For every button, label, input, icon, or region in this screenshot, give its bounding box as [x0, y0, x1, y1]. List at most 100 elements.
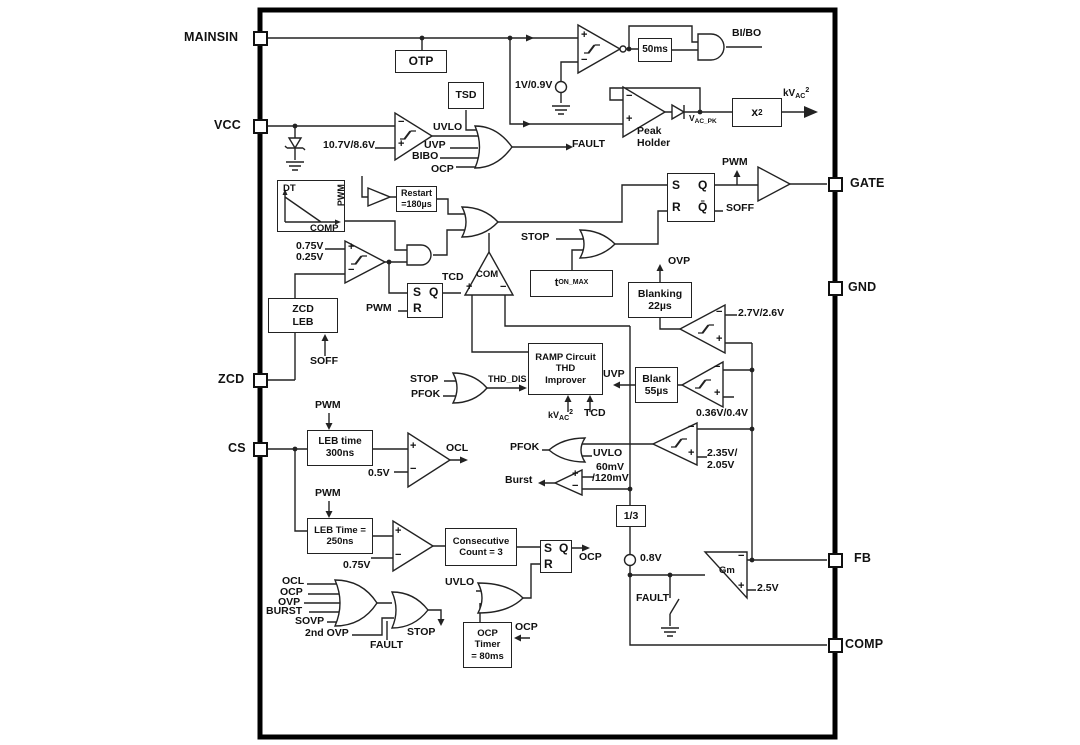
minus-sign: −: [626, 90, 633, 102]
comparator-ocp: [392, 519, 435, 573]
pin-label-gnd: GND: [848, 280, 877, 294]
inverter-bubble-icon: [619, 45, 627, 53]
pin-label-comp: COMP: [845, 637, 884, 651]
label-stop-reset: STOP: [521, 231, 550, 243]
arrowheads: [282, 34, 818, 642]
comparator-2v35: [651, 421, 698, 467]
wires: [268, 25, 827, 646]
label-ref-025: 0.25V: [296, 251, 324, 263]
ff-main-r: R: [672, 200, 681, 214]
label-ocp-ff: OCP: [579, 551, 602, 563]
plus-sign: +: [466, 281, 473, 293]
ff-main-s: S: [672, 178, 681, 192]
minus-sign: −: [688, 421, 695, 433]
label-sovp: SOVP: [295, 615, 325, 627]
flipflop-ocp: [540, 540, 572, 573]
block-50ms: 50ms: [638, 38, 672, 62]
minus-sign: −: [395, 549, 402, 561]
comparator-zcd: [344, 239, 387, 285]
label-com: COM: [476, 269, 499, 280]
plus-sign: +: [581, 29, 588, 41]
label-ref-05: 0.5V: [368, 467, 390, 479]
pin-mainsin: [252, 30, 268, 46]
symbols: [284, 80, 686, 637]
block-leb-250ns: LEB Time = 250ns: [307, 518, 373, 554]
plus-sign: +: [572, 468, 579, 480]
or-gate-reset: [578, 229, 616, 259]
label-fault-stop: FAULT: [370, 639, 404, 651]
ff-ocp-r: R: [544, 557, 553, 571]
or-gate-set: [460, 206, 499, 238]
pin-label-zcd: ZCD: [218, 372, 245, 386]
and-gate-bibo: [697, 33, 725, 61]
label-kvac2: kVAC2: [783, 87, 810, 100]
label-ref-107: 10.7V/8.6V: [323, 139, 375, 151]
opamp-gm: [703, 551, 748, 600]
ff-main-q: Q: [698, 178, 708, 192]
label-uvp: UVP: [424, 139, 446, 151]
label-ref-60mv: 60mV: [596, 461, 625, 473]
ff-ocp-s: S: [544, 541, 553, 555]
reference-source-icon: [623, 553, 637, 567]
pin-label-mainsin: MAINSIN: [184, 30, 239, 44]
comparator-brownout: [577, 23, 622, 75]
block-otp: OTP: [395, 50, 447, 73]
or-gate-ocp-reset: [476, 582, 524, 614]
pin-fb: [827, 552, 843, 568]
label-ocp-timer-in: OCP: [515, 621, 538, 633]
label-burst-in: BURST: [266, 605, 303, 617]
pin-label-vcc: VCC: [214, 118, 241, 132]
or-gate-stop2: [390, 591, 429, 629]
pin-gnd: [827, 280, 843, 296]
block-consecutive-count: Consecutive Count = 3: [445, 528, 517, 566]
plus-sign: +: [395, 525, 402, 537]
diode-icon: [671, 103, 686, 121]
minus-sign: −: [572, 480, 579, 492]
comparator-uvlo: [394, 111, 434, 162]
label-stop-out: STOP: [407, 626, 436, 638]
buffer-gate-driver: [757, 165, 792, 203]
label-pwm-leb250: PWM: [315, 487, 341, 499]
comparator-com: [463, 250, 515, 296]
label-tcd: TCD: [442, 271, 464, 283]
pin-vcc: [252, 118, 268, 134]
minus-sign: −: [714, 361, 721, 373]
pin-cs: [252, 441, 268, 457]
block-one-third: 1/3: [616, 505, 646, 527]
label-fault-out: FAULT: [572, 138, 606, 150]
pin-label-cs: CS: [228, 441, 246, 455]
label-thd-dis: THD_DIS: [488, 374, 527, 384]
and-gate-set: [406, 244, 432, 266]
label-uvlo-bottom: UVLO: [445, 576, 475, 588]
minus-sign: −: [348, 264, 355, 276]
label-ref-036: 0.36V/0.4V: [696, 407, 748, 419]
label-soff: SOFF: [310, 355, 338, 367]
comparator-ocl: [407, 431, 452, 489]
label-ovp: OVP: [668, 255, 691, 267]
reference-source-icon: [554, 80, 568, 94]
label-pfok-thd: PFOK: [411, 388, 441, 400]
ground-icon: [286, 161, 304, 171]
plus-sign: +: [348, 241, 355, 253]
label-pwm-tcd: PWM: [366, 302, 392, 314]
ff-tcd-q: Q: [429, 285, 439, 299]
plus-sign: +: [738, 580, 745, 592]
opamp-peak-holder: [622, 85, 667, 139]
pin-label-fb: FB: [854, 551, 872, 565]
x2-sup: 2: [758, 107, 763, 117]
zener-bar: [284, 145, 306, 151]
label-uvp-out: UVP: [603, 368, 625, 380]
block-blank-55us: Blank 55µs: [635, 367, 678, 403]
label-ocp-in: OCP: [280, 586, 303, 598]
flipflop-tcd: [407, 283, 443, 318]
comparator-burst: [553, 468, 583, 497]
label-pwm-vertical: PWM: [335, 184, 346, 207]
label-ref-235: 2.35V/: [707, 447, 738, 459]
label-soff-qbar: SOFF: [726, 202, 754, 214]
plus-sign: +: [714, 387, 721, 399]
label-uvlo: UVLO: [433, 121, 463, 133]
block-dt-curve: [277, 180, 345, 232]
label-ocp: OCP: [431, 163, 454, 175]
label-vac-pk: VAC_PK: [689, 113, 717, 125]
